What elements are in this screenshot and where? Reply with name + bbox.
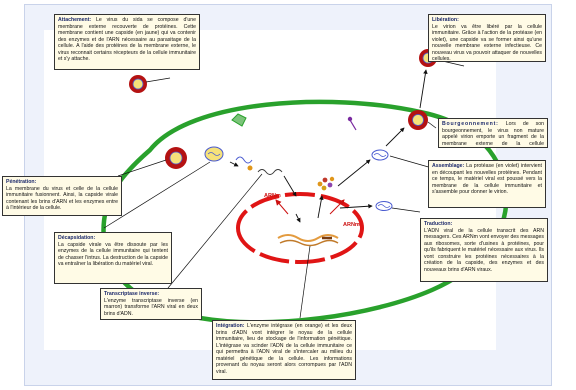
ribosomes (317, 176, 335, 191)
callout-assemblage: Assemblage: La protéase (en violet) inte… (428, 160, 546, 208)
callout-integration: Intégration: L'enzyme intégrase (en oran… (212, 320, 356, 380)
callout-liberation-body: Le virion va être libéré par la cellule … (432, 23, 542, 62)
arnm-label-left: ARNm (264, 193, 281, 199)
callout-transcriptase-title: Transcriptase inverse: (104, 291, 160, 297)
callout-bourgeonnement: Bourgeonnement: Lors de son bourgeonneme… (438, 118, 548, 148)
cell-dna (277, 234, 339, 242)
callout-liberation: Libération: Le virion va être libéré par… (428, 14, 546, 62)
free-virus-top (129, 75, 147, 93)
membrane-bud (231, 113, 247, 127)
callout-integration-body: L'enzyme intégrase (en orange) et les de… (216, 323, 352, 375)
process-arrows (229, 69, 428, 223)
callout-penetration: Pénétration: La membrane du virus et cel… (2, 176, 122, 216)
callout-penetration-body: La membrane du virus et celle de la cell… (6, 185, 118, 212)
callout-assemblage-body: La protéase (en violet) intervient en dé… (432, 163, 542, 195)
cell-dna-2 (279, 239, 339, 247)
callout-bourgeonnement-title: Bourgeonnement: (442, 121, 499, 127)
budding-virus (408, 110, 428, 130)
penetrating-virus (165, 147, 187, 169)
nucleus-membrane (236, 192, 365, 264)
callout-bourgeonnement-body: Lors de son bourgeonnement, le virus non… (442, 121, 544, 147)
callout-penetration-title: Pénétration: (6, 179, 37, 185)
callout-assemblage-title: Assemblage: (432, 163, 465, 169)
callout-traduction-body: L'ADN viral de la cellule transcrit des … (424, 227, 544, 273)
callout-liberation-title: Libération: (432, 17, 459, 23)
callout-attachement: Attachement: Le virus du sida se compose… (54, 14, 200, 70)
callout-decapsidation-title: Décapsidation: (58, 235, 96, 241)
leader-lines (103, 59, 465, 319)
callout-transcriptase-body: L'enzyme transcriptase inverse (en marro… (104, 297, 198, 317)
protease-molecule (347, 116, 357, 131)
callout-attachement-body: Le virus du sida se compose d'une membra… (58, 17, 196, 62)
arnm-label-right: ARNm (343, 222, 360, 228)
arnm-arrows (275, 199, 345, 215)
callout-attachement-title: Attachement: (58, 17, 92, 23)
callout-traduction-title: Traduction: (424, 221, 453, 227)
callout-traduction: Traduction: L'ADN viral de la cellule tr… (420, 218, 548, 282)
callout-decapsidation-body: La capside virale va être dissoute par l… (58, 241, 168, 268)
callout-integration-title: Intégration: (216, 323, 245, 329)
entering-capsid (204, 146, 224, 162)
callout-decapsidation: Décapsidation: La capside virale va être… (54, 232, 172, 284)
decapsidation-rna (235, 156, 283, 175)
translation-virion (375, 201, 393, 211)
assembly-virion (371, 149, 389, 161)
callout-transcriptase: Transcriptase inverse: L'enzyme transcri… (100, 288, 202, 320)
